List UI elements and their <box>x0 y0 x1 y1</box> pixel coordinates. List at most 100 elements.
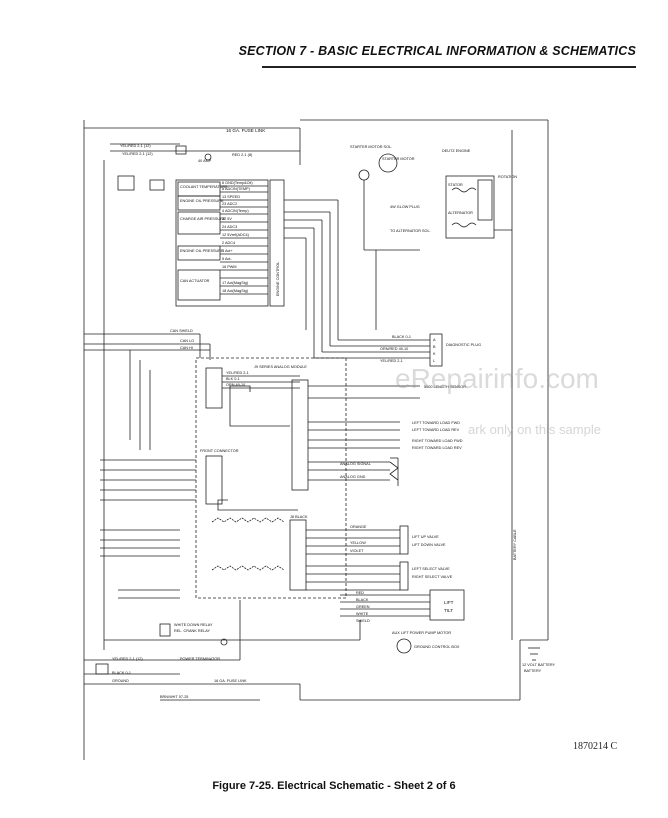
ecm-title: ENGINE CONTROL <box>276 262 280 296</box>
module-input-label: ORN 49-10 <box>226 383 245 387</box>
diag-pin-a: A <box>433 338 436 342</box>
rotation-label: ROTATION <box>498 175 517 179</box>
wire-color-label: BLACK <box>356 598 369 602</box>
ecm-block-outline <box>175 179 269 307</box>
battery-cable-label: BATTERY CABLE <box>513 529 517 560</box>
starter-motor-label: STARTER MOTOR <box>382 157 415 161</box>
aux-pump-label: AUX LIFT POWER PUMP MOTOR <box>392 631 451 635</box>
ecm-pin-label: 6 GND(Temp&Oil) <box>222 181 253 185</box>
valve-label: LIFT UP VALVE <box>412 535 439 539</box>
page-header: SECTION 7 - BASIC ELECTRICAL INFORMATION… <box>0 0 668 78</box>
top-wire-label: YEL/RED 2-1 (12) <box>122 152 153 156</box>
output-label: LEFT TOWARD LOAD FWD <box>412 421 460 425</box>
fuse-amp-label: 40 AMP <box>198 159 212 163</box>
oil-pressure-label: ENGINE OIL PRESSURE <box>180 199 224 203</box>
ecm-pin-label: 17 Act(MagSig) <box>222 281 249 285</box>
output-label: RIGHT TOWARD LOAD REV <box>412 446 462 450</box>
output-label: RIGHT TOWARD LOAD FWD <box>412 439 463 443</box>
relay-label: REL. CRANK RELAY <box>174 629 210 633</box>
output-label: ANALOG GND <box>340 475 366 479</box>
can-shield-label: CAN SHIELD <box>170 329 193 333</box>
ecm-pin-label: 8 ADCIN(TEMP) <box>222 187 251 191</box>
ecm-pin-label: 5 Act- <box>222 257 232 261</box>
wire-color-label: GREEN <box>356 605 370 609</box>
lower-fuse-link-label: 16 GA. FUSE LINK <box>214 679 247 683</box>
oil-pressure-label-2: ENGINE OIL PRESSURE <box>180 249 224 253</box>
analog-module-outline <box>195 357 347 599</box>
wire-color-label: SHIELD <box>356 619 370 623</box>
ignition-wire-label: YEL/RED 2-1 <box>380 359 403 363</box>
valve-label: LIFT DOWN VALVE <box>412 543 446 547</box>
ecm-pin-label: 2 ADC4 <box>222 241 235 245</box>
ecm-pin-label: 23 ADC2 <box>222 202 237 206</box>
tilt-box-label: TILT <box>444 608 453 613</box>
alternator-block <box>445 175 495 239</box>
ecm-pin-label: 22 5V <box>222 217 232 221</box>
module-input-label: YEL/RED 2-1 <box>226 371 249 375</box>
ecm-pin-label: 16 PWM <box>222 265 237 269</box>
top-wire-label: YEL/RED 2-1 (12) <box>120 144 151 148</box>
stator-label: STATOR <box>448 183 463 187</box>
lower-wire-label: GROUND <box>112 679 129 683</box>
ground-control-label: GROUND CONTROL BOX <box>414 645 460 649</box>
ecm-pin-label: 18 Act(MagSig) <box>222 289 249 293</box>
glow-plug-label: 4W GLOW PLUG <box>390 205 420 209</box>
j8-connector <box>291 379 309 491</box>
diag-pin-b: B <box>433 345 436 349</box>
starter-sol-label: STARTER MOTOR SOL. <box>350 145 392 149</box>
wire-color-label: VIOLET <box>350 549 364 553</box>
tilt-sensor-box <box>429 589 465 621</box>
module-input-label: BLK 0-1 <box>226 377 240 381</box>
terminator-label: POWER TERMINATOR <box>180 657 220 661</box>
output-label: ANALOG SIGNAL <box>340 462 371 466</box>
battery-note: 12 VOLT BATTERY <box>522 663 556 667</box>
diag-pin-l: L <box>433 359 435 363</box>
j8-label: J8 BLACK <box>290 515 308 519</box>
alternator-sol-label: TO ALTERNATOR SOL. <box>390 229 431 233</box>
top-wire-label: RED 2-1 (8) <box>232 153 253 157</box>
tilt-box-label: LIFT <box>444 600 454 605</box>
coolant-temp-label: COOLANT TEMPERATURE <box>180 185 228 189</box>
diagnostic-plug <box>429 333 443 367</box>
section-title: SECTION 7 - BASIC ELECTRICAL INFORMATION… <box>238 44 636 58</box>
output-label: LEFT TOWARD LOAD REV <box>412 428 460 432</box>
wire-color-label: YELLOW <box>350 541 366 545</box>
fuse-link-label: 16 GA. FUSE LINK <box>226 128 266 133</box>
can-lo-label: CAN LO <box>180 339 194 343</box>
ecm-pin-label: 3 Act+ <box>222 249 233 253</box>
ecm-pin-label: 12 5Vref(ADC4) <box>222 233 250 237</box>
wire-color-label: ORANGE <box>350 525 367 529</box>
front-connector-label: FRONT CONNECTOR <box>200 449 239 453</box>
lower-wire-label: BLACK 0-1 <box>112 671 131 675</box>
valve-label: LEFT SELECT VALVE <box>412 567 450 571</box>
deutz-engine-label: DEUTZ ENGINE <box>442 149 471 153</box>
diagnostic-plug-label: DIAGNOSTIC PLUG <box>446 343 481 347</box>
output-label: 5000 LENGTH SENSOR <box>424 385 466 389</box>
lower-wire-label: YEL/RED 2-1 (12) <box>112 657 143 661</box>
battery-label: BATTERY <box>524 669 542 673</box>
figure-caption: Figure 7-25. Electrical Schematic - Shee… <box>212 780 456 792</box>
can-hi-label: CAN HI <box>180 346 193 350</box>
watermark: eRepairinfo.com <box>395 363 599 394</box>
valve-label: RIGHT SELECT VALVE <box>412 575 453 579</box>
alternator-label: ALTERNATOR <box>448 211 473 215</box>
diag-pin-k: K <box>433 352 436 356</box>
relay-label: WHITE DOWN RELAY <box>174 623 213 627</box>
header-rule <box>262 66 636 68</box>
drawing-number: 1870214 C <box>573 741 618 752</box>
module-title: J9 SERIES ANALOG MODULE <box>254 365 307 369</box>
starter-motor <box>378 153 398 173</box>
lower-wire-label: BRN/WHT 57-25 <box>160 695 188 699</box>
aux-pump-motor <box>396 638 412 654</box>
wire-color-label: RED <box>356 591 364 595</box>
ecm-pin-label: 4 ADCIN(Temp) <box>222 209 249 213</box>
actuator-label: CAN ACTUATOR <box>180 279 210 283</box>
power-wire-label: ORN/RED 49-10 <box>380 347 408 351</box>
watermark-note: ark only on this sample <box>468 422 601 437</box>
ecm-pin-label: 24 ADC3 <box>222 225 237 229</box>
wire-color-label: WHITE <box>356 612 369 616</box>
ground-wire-label: BLACK 0-1 <box>392 335 411 339</box>
ecm-pin-label: 13 SPEED <box>222 195 240 199</box>
